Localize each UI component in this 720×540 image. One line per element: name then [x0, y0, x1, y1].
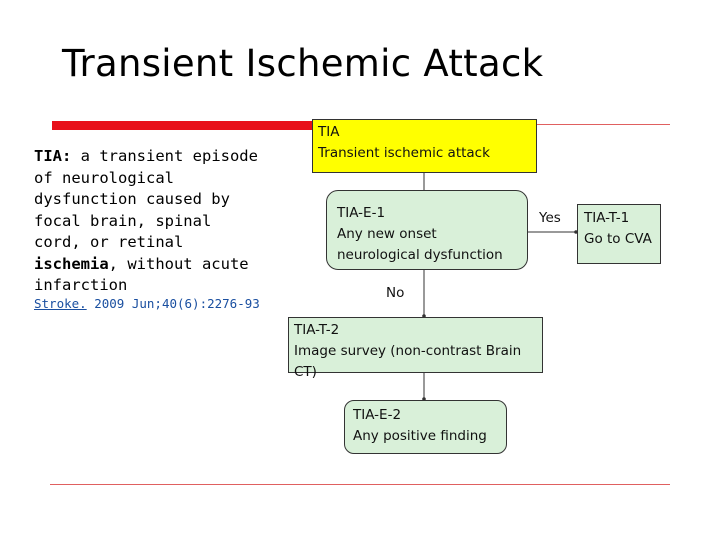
edge-label-no: No	[386, 285, 405, 301]
definition-text-b: , without acute infarction	[34, 254, 249, 295]
tia-definition: TIA: a transient episode of neurological…	[34, 146, 264, 297]
node-tia-t-2: TIA-T-2 Image survey (non-contrast Brain…	[288, 317, 543, 380]
node-t2-text: Image survey (non-contrast Brain CT)	[294, 343, 522, 380]
title-underline-accent	[52, 121, 372, 130]
node-tia-e-1: TIA-E-1 Any new onset neurological dysfu…	[326, 190, 528, 270]
node-e2-text: Any positive finding	[353, 428, 487, 444]
definition-term: TIA:	[34, 147, 72, 165]
node-t2-code: TIA-T-2	[294, 322, 340, 338]
footer-rule	[50, 484, 670, 485]
node-e1-text-1: Any new onset	[337, 226, 437, 242]
node-tia-e-2: TIA-E-2 Any positive finding	[344, 400, 507, 454]
node-tia: TIA Transient ischemic attack	[312, 119, 537, 173]
node-tia-t-1: TIA-T-1 Go to CVA	[577, 204, 661, 264]
connector-dot	[574, 230, 578, 234]
node-tia-label: Transient ischemic attack	[318, 145, 490, 161]
node-e1-text-2: neurological dysfunction	[337, 247, 503, 263]
node-t1-text: Go to CVA	[584, 231, 652, 247]
connector-dot	[422, 314, 426, 318]
definition-keyword: ischemia	[34, 254, 109, 273]
node-tia-code: TIA	[318, 124, 340, 140]
edge-label-yes: Yes	[539, 210, 561, 226]
node-e2-code: TIA-E-2	[353, 407, 402, 423]
slide-title: Transient Ischemic Attack	[62, 42, 544, 85]
connector-dot	[422, 397, 426, 401]
reference-details: 2009 Jun;40(6):2276-93	[86, 296, 260, 311]
definition-text-a: a transient episode of neurological dysf…	[34, 147, 258, 251]
node-e1-code: TIA-E-1	[337, 205, 386, 221]
node-t1-code: TIA-T-1	[584, 210, 630, 226]
reference-citation: Stroke. 2009 Jun;40(6):2276-93	[34, 296, 260, 311]
reference-journal-link[interactable]: Stroke.	[34, 296, 87, 311]
